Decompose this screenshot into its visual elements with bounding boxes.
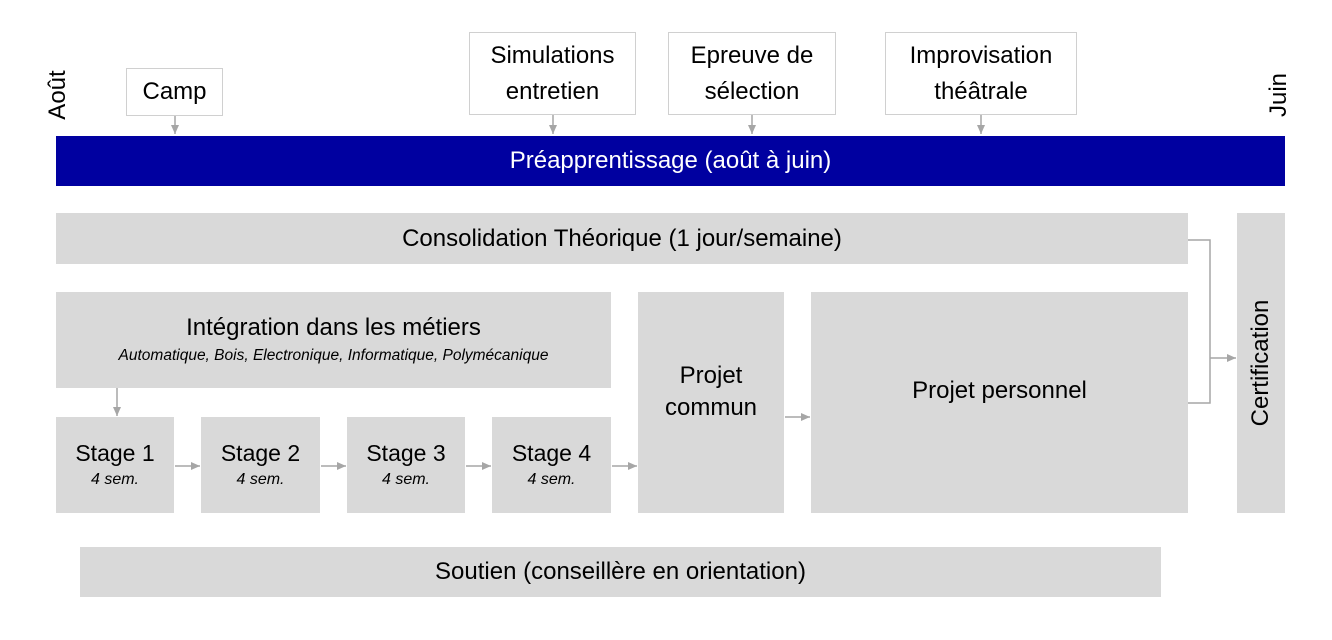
- stage-duration: 4 sem.: [527, 471, 576, 488]
- callout-improvisation-line2: théâtrale: [934, 77, 1028, 105]
- callout-epreuve-line1: Epreuve de: [690, 41, 814, 69]
- stage-duration: 4 sem.: [381, 471, 430, 488]
- certification-box: [1237, 213, 1285, 513]
- consolidation-label: Consolidation Théorique (1 jour/semaine): [402, 224, 842, 252]
- projet-personnel-label: Projet personnel: [912, 377, 1087, 404]
- projet-commun-box: Projet commun: [638, 292, 784, 513]
- callout-improvisation: Improvisation théâtrale: [885, 32, 1077, 115]
- stage-duration: 4 sem.: [236, 471, 285, 488]
- callout-improvisation-line1: Improvisation: [909, 41, 1053, 69]
- soutien-box: Soutien (conseillère en orientation): [80, 547, 1161, 597]
- stage-box: Stage 3 4 sem.: [347, 417, 465, 513]
- projet-commun-line2: commun: [664, 394, 758, 421]
- callout-simulations-line2: entretien: [505, 77, 600, 105]
- stage-title: Stage 1: [75, 440, 155, 466]
- stage-title: Stage 4: [511, 440, 592, 466]
- timeline-bar: Préapprentissage (août à juin): [56, 136, 1285, 186]
- stage-box: Stage 4 4 sem.: [492, 417, 611, 513]
- stage-duration: 4 sem.: [90, 471, 139, 488]
- bracket-to-certification: [1188, 239, 1211, 404]
- soutien-label: Soutien (conseillère en orientation): [435, 558, 806, 585]
- callout-epreuve-line2: sélection: [704, 77, 800, 105]
- consolidation-box: Consolidation Théorique (1 jour/semaine): [56, 213, 1188, 264]
- projet-personnel-box: Projet personnel: [811, 292, 1188, 513]
- stage-title: Stage 2: [220, 440, 301, 466]
- integration-title: Intégration dans les métiers: [186, 314, 481, 341]
- timeline-bar-label: Préapprentissage (août à juin): [509, 147, 832, 174]
- integration-subtitle: Automatique, Bois, Electronique, Informa…: [118, 347, 549, 364]
- callout-simulations: Simulations entretien: [469, 32, 636, 115]
- stage-box: Stage 1 4 sem.: [56, 417, 174, 513]
- callout-camp: Camp: [126, 68, 223, 116]
- callout-camp-label: Camp: [142, 78, 207, 105]
- callout-epreuve: Epreuve de sélection: [668, 32, 836, 115]
- projet-commun-line1: Projet: [679, 362, 743, 389]
- callout-simulations-line1: Simulations: [490, 41, 615, 69]
- integration-box: Intégration dans les métiers Automatique…: [56, 292, 611, 388]
- stage-title: Stage 3: [366, 440, 446, 466]
- stage-box: Stage 2 4 sem.: [201, 417, 320, 513]
